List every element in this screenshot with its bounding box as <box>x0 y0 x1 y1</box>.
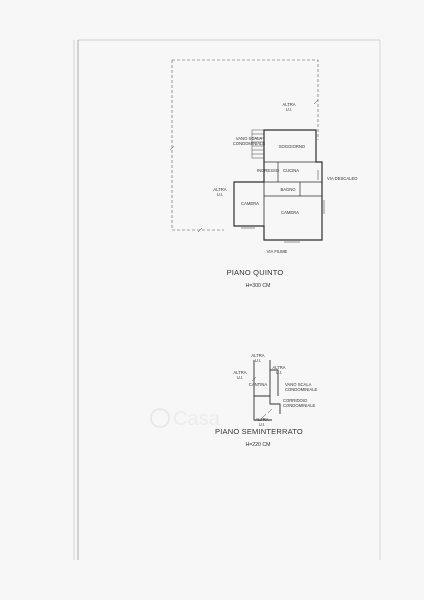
upper-plan: SOGGIORNO INGRESSO CUCINA BAGNO CAMERA C… <box>169 59 358 289</box>
upper-plan-height: H=300 CM <box>246 283 271 289</box>
boundary-dashed <box>172 59 319 140</box>
label-cantina: CANTINA <box>249 382 268 387</box>
room-cucina: CUCINA <box>283 168 299 173</box>
label-lower-vano-scala-1: VANO SCALA <box>285 382 312 387</box>
room-soggiorno: SOGGIORNO <box>279 144 306 149</box>
lower-plan-height: H=220 CM <box>246 442 271 448</box>
label-lower-altra-left-2: U.I. <box>237 375 244 380</box>
label-via-descaleo: VIA DESCALEO <box>327 176 358 181</box>
room-camera-right: CAMERA <box>281 210 299 215</box>
label-corridoio-2: CONDOMINIALE <box>283 403 316 408</box>
lower-plan-title: PIANO SEMINTERRATO <box>215 427 303 436</box>
watermark: Casa <box>150 408 221 430</box>
label-lower-altra-bottom-1: ALTRA <box>255 417 268 422</box>
label-vano-scala-2: CONDOMINIALE <box>233 141 266 146</box>
label-altra-ui-left-1: ALTRA <box>213 187 226 192</box>
label-lower-altra-mid-1: ALTRA <box>272 365 285 370</box>
label-altra-ui-left-2: U.I. <box>217 192 224 197</box>
label-vano-scala-1: VANO SCALA <box>236 136 263 141</box>
room-camera-left: CAMERA <box>241 201 259 206</box>
basement-walls <box>253 360 281 421</box>
boundary-dashed-left <box>171 60 224 231</box>
label-altra-ui-top-1: ALTRA <box>282 102 295 107</box>
label-via-fiume: VIA FIUME <box>267 249 288 254</box>
label-lower-altra-mid-2: U.I. <box>276 370 283 375</box>
room-ingresso: INGRESSO <box>257 168 280 173</box>
label-lower-altra-top-2: U.I. <box>255 358 262 363</box>
apartment-walls <box>233 129 323 241</box>
label-altra-ui-top-2: U.I. <box>286 107 293 112</box>
upper-plan-title: PIANO QUINTO <box>227 268 284 277</box>
room-bagno: BAGNO <box>280 187 296 192</box>
watermark-text: Casa <box>173 408 221 430</box>
lower-plan: ALTRA U.I. ALTRA U.I. ALTRA U.I. CANTINA… <box>215 353 318 448</box>
label-lower-altra-left-1: ALTRA <box>233 370 246 375</box>
label-lower-altra-bottom-2: U.I. <box>259 422 266 427</box>
label-lower-altra-top-1: ALTRA <box>251 353 264 358</box>
label-corridoio-1: CORRIDOIO <box>283 398 308 403</box>
label-lower-vano-scala-2: CONDOMINIALE <box>285 387 318 392</box>
